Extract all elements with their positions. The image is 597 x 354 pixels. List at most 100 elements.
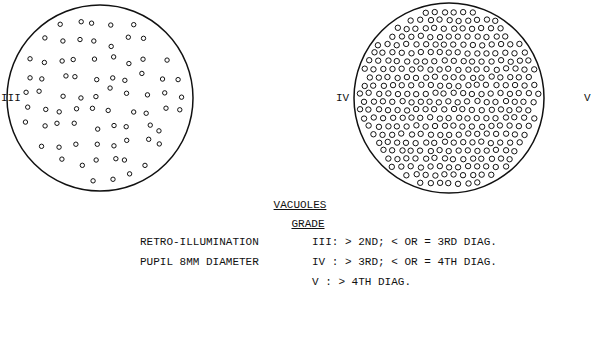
vacuole-dot	[451, 42, 456, 47]
vacuole-dot	[157, 142, 161, 146]
vacuole-dot	[465, 51, 470, 56]
vacuole-dot	[469, 124, 474, 129]
vacuole-dot	[126, 35, 130, 39]
vacuole-dot	[475, 180, 480, 185]
vacuole-dot	[507, 140, 512, 145]
vacuole-dot	[474, 82, 479, 87]
vacuole-dot	[144, 111, 148, 115]
vacuole-dot	[489, 59, 494, 64]
vacuole-dot	[484, 131, 489, 136]
vacuole-dot	[437, 180, 442, 185]
vacuole-dot	[483, 164, 488, 169]
vacuole-dot	[418, 99, 423, 104]
vacuole-dot	[414, 42, 419, 47]
vacuole-dot	[452, 26, 457, 31]
vacuole-dot	[474, 17, 479, 22]
vacuole-dot	[417, 148, 422, 153]
vacuole-dot	[478, 25, 483, 30]
vacuole-dot	[493, 51, 498, 56]
vacuole-dot	[79, 20, 83, 24]
vacuole-dot	[418, 165, 423, 170]
vacuole-dot	[437, 163, 442, 168]
vacuole-dot	[433, 173, 438, 178]
vacuole-dot	[432, 123, 437, 128]
vacuole-dot	[503, 148, 508, 153]
vacuole-dot	[64, 74, 68, 78]
vacuole-dot	[456, 18, 461, 23]
vacuole-dot	[461, 156, 466, 161]
vacuole-dot	[403, 140, 408, 145]
vacuole-dot	[90, 106, 94, 110]
vacuole-dot	[377, 140, 382, 145]
vacuole-dot	[390, 99, 395, 104]
vacuole-dot	[409, 100, 414, 105]
vacuole-dot	[92, 39, 96, 43]
vacuole-dot	[497, 123, 502, 128]
vacuole-dot	[418, 33, 423, 38]
vacuole-dot	[466, 18, 471, 23]
vacuole-dot	[385, 74, 390, 79]
vacuole-dot	[465, 116, 470, 121]
vacuole-dot	[512, 51, 517, 56]
vacuole-dot	[57, 145, 61, 149]
vacuole-dot	[145, 93, 149, 97]
vacuole-dot	[400, 115, 405, 120]
vacuole-dot	[446, 50, 451, 55]
vacuole-dot	[132, 22, 136, 26]
vacuole-dot	[522, 67, 527, 72]
grade-definition: IV : > 3RD; < OR = 4TH DIAG.	[312, 256, 497, 269]
vacuole-dot	[376, 75, 381, 80]
vacuole-dot	[380, 115, 385, 120]
vacuole-dot	[423, 42, 428, 47]
vacuole-dot	[91, 179, 95, 183]
vacuole-dot	[508, 74, 513, 79]
vacuole-dot	[470, 75, 475, 80]
vacuole-dot	[465, 163, 470, 168]
vacuole-dot	[417, 17, 422, 22]
vacuole-dot	[516, 123, 521, 128]
vacuole-dot	[484, 148, 489, 153]
vacuole-dot	[389, 164, 394, 169]
vacuole-dot	[40, 77, 44, 81]
vacuole-dot	[498, 58, 503, 63]
vacuole-dot	[399, 131, 404, 136]
vacuole-dot	[446, 83, 451, 88]
vacuole-dot	[89, 21, 93, 25]
vacuole-dot	[409, 34, 414, 39]
vacuole-dot	[404, 59, 409, 64]
vacuole-dot	[380, 99, 385, 104]
vacuole-dot	[39, 144, 43, 148]
vacuole-dot	[503, 98, 508, 103]
vacuole-dot	[80, 163, 84, 167]
vacuole-dot	[404, 173, 409, 178]
vacuole-dot	[503, 115, 508, 120]
vacuole-dot	[460, 75, 465, 80]
vacuole-dot	[71, 57, 75, 61]
vacuole-dot	[160, 77, 164, 81]
vacuole-dot	[61, 39, 65, 43]
vacuole-dot	[400, 148, 405, 153]
vacuole-dot	[414, 172, 419, 177]
vacuole-dot	[362, 83, 367, 88]
vacuole-dot	[437, 116, 442, 121]
vacuole-dot	[109, 23, 113, 27]
vacuole-dot	[513, 66, 518, 71]
vacuole-dot	[498, 107, 503, 112]
vacuole-dot	[376, 124, 381, 129]
vacuole-dot	[455, 181, 460, 186]
vacuole-dot	[423, 75, 428, 80]
vacuole-dot	[146, 137, 150, 141]
vacuole-dot	[493, 99, 498, 104]
vacuole-dot	[456, 148, 461, 153]
vacuole-dot	[488, 26, 493, 31]
vacuole-dot	[428, 148, 433, 153]
vacuole-dot	[432, 140, 437, 145]
vacuole-dot	[493, 147, 498, 152]
vacuole-dot	[494, 67, 499, 72]
vacuole-dot	[470, 10, 475, 15]
vacuole-dot	[442, 58, 447, 63]
vacuole-dot	[479, 139, 484, 144]
vacuole-dot	[370, 83, 375, 88]
vacuole-dot	[517, 41, 522, 46]
grade-circle	[7, 5, 193, 191]
